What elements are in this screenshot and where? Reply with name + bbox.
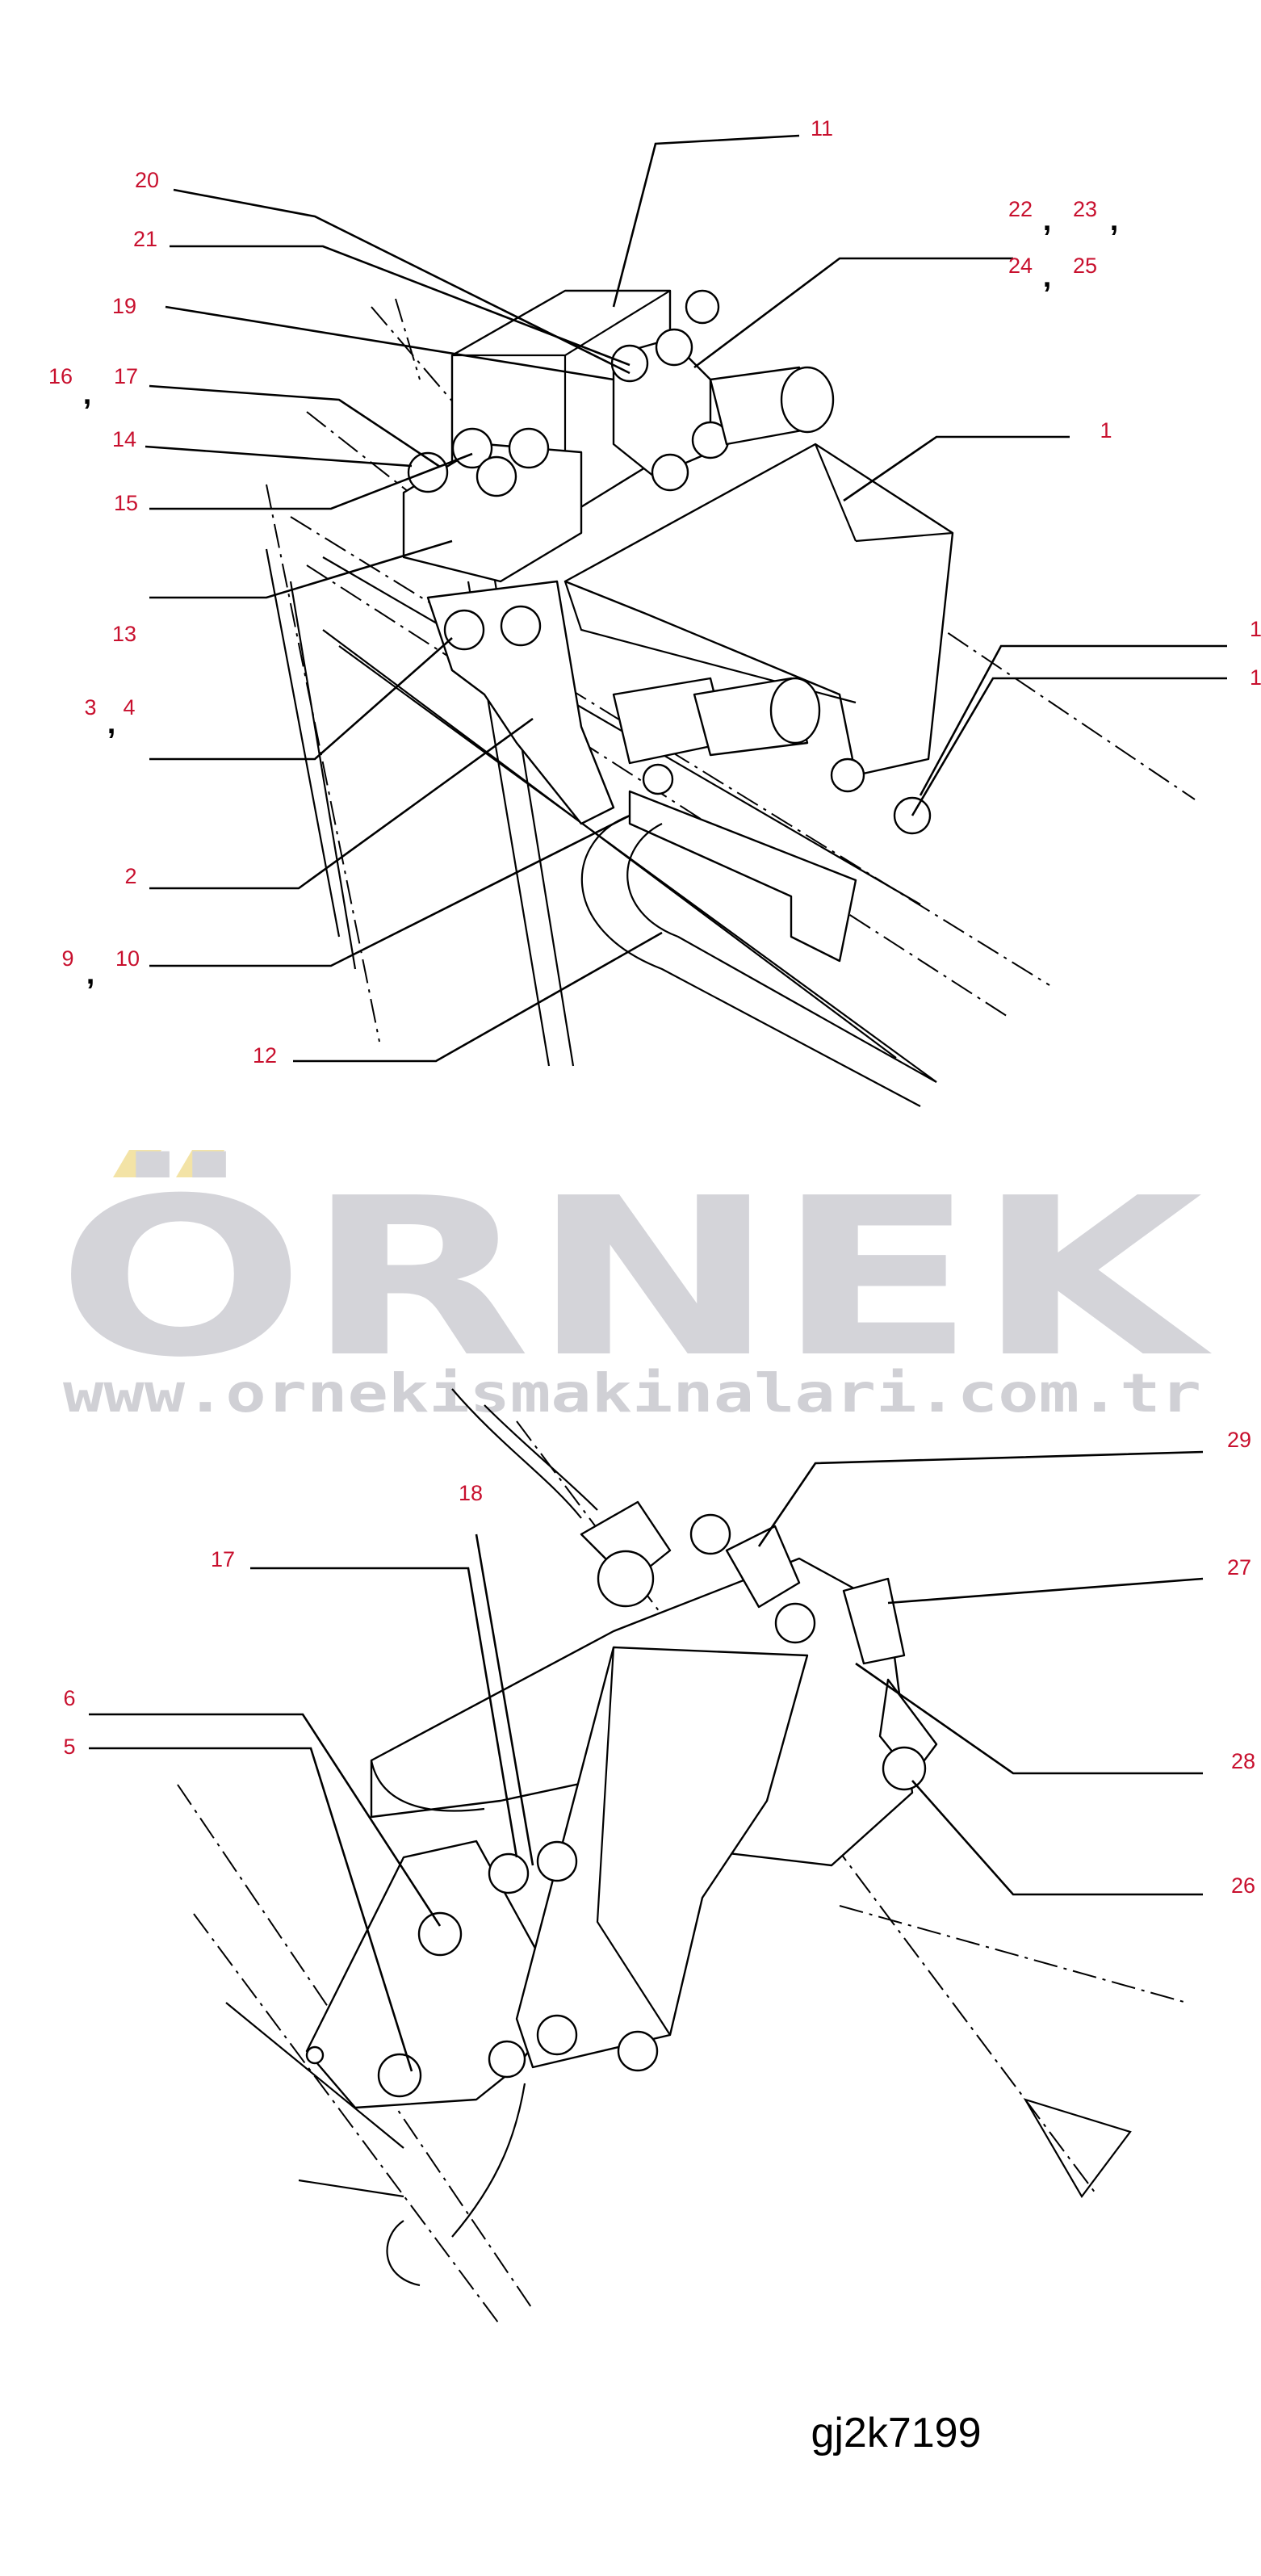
callout-6: 6 — [63, 1686, 75, 1710]
watermark-brand: ÖRNEK — [57, 1149, 1214, 1405]
callout-10: 10 — [115, 946, 140, 971]
callout-13: 13 — [112, 622, 136, 646]
callout-3: 3 — [84, 695, 96, 720]
svg-text:,: , — [83, 377, 92, 411]
leader-lines — [89, 134, 1227, 2072]
top-assembly — [265, 289, 1196, 1107]
svg-text:,: , — [1043, 203, 1052, 237]
callout-28: 28 — [1231, 1749, 1255, 1773]
callout-1-right-a: 1 — [1250, 617, 1261, 641]
watermark-url: www.ornekismakinalari.com.tr — [63, 1362, 1201, 1424]
callout-17: 17 — [114, 364, 138, 388]
callout-22: 22 — [1008, 197, 1033, 221]
callout-1: 1 — [1100, 418, 1112, 443]
callout-24: 24 — [1008, 254, 1033, 278]
callout-15: 15 — [114, 491, 138, 515]
callout-14: 14 — [112, 427, 136, 451]
svg-text:,: , — [107, 707, 116, 740]
callout-5: 5 — [63, 1735, 75, 1759]
callout-29: 29 — [1227, 1428, 1251, 1452]
callout-23: 23 — [1073, 197, 1097, 221]
watermark-accent-right — [176, 1150, 224, 1177]
callout-20: 20 — [135, 168, 159, 192]
callout-9: 9 — [61, 946, 73, 971]
watermark-accent-left — [113, 1150, 161, 1177]
callout-labels: 11 20 22 , 23 , 21 24 , 25 19 16 , 17 1 … — [48, 116, 1261, 1898]
callout-1-right-b: 1 — [1250, 665, 1261, 690]
drawing-reference: gj2k7199 — [811, 2410, 981, 2456]
callout-17-bottom: 17 — [211, 1547, 235, 1571]
callout-2: 2 — [124, 864, 136, 888]
callout-4: 4 — [123, 695, 135, 720]
svg-text:,: , — [1043, 260, 1052, 294]
svg-text:,: , — [1110, 203, 1119, 237]
callout-26: 26 — [1231, 1873, 1255, 1898]
callout-18: 18 — [459, 1481, 483, 1505]
bottom-assembly — [177, 1388, 1188, 2326]
svg-text:,: , — [86, 957, 95, 991]
callout-16: 16 — [48, 364, 73, 388]
callout-11: 11 — [811, 116, 833, 141]
callout-25: 25 — [1073, 254, 1097, 278]
callout-19: 19 — [112, 294, 136, 318]
watermark: ÖRNEK www.ornekismakinalari.com.tr — [57, 1149, 1214, 1424]
callout-21: 21 — [133, 227, 157, 251]
callout-27: 27 — [1227, 1555, 1251, 1580]
callout-12: 12 — [253, 1043, 277, 1068]
